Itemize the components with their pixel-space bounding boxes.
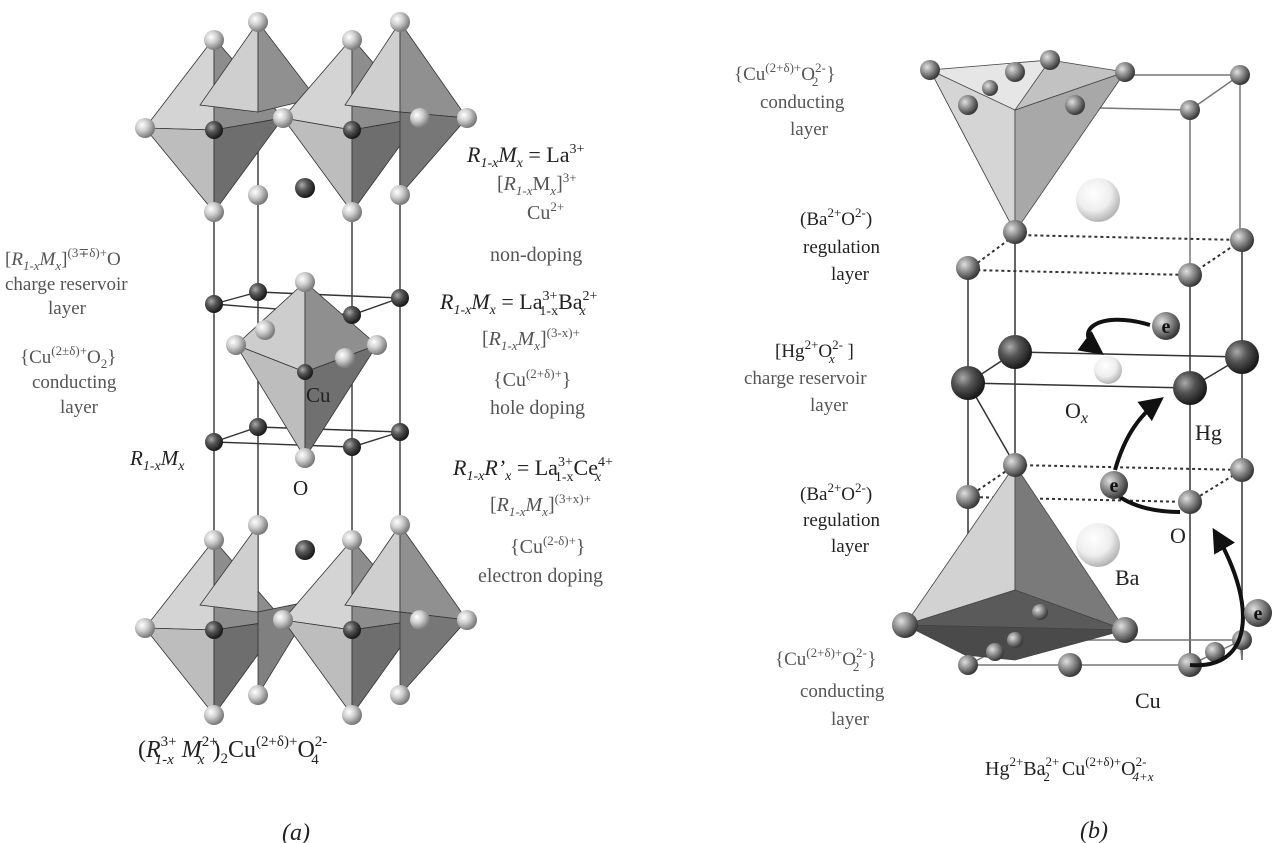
hole-equation: R1-xMx = La3+1-xBa2+x <box>439 289 598 319</box>
svg-text:conducting: conducting <box>760 92 845 113</box>
panel-b-labels: {Cu(2+δ)+O2-2} conducting layer (Ba2+O2-… <box>734 60 1222 730</box>
panel-b-structure: e e e <box>892 50 1272 677</box>
electron-markers: e e e <box>1100 312 1272 627</box>
svg-text:layer: layer <box>790 119 829 140</box>
nondoping-name: non-doping <box>490 244 582 266</box>
hole-name: hole doping <box>490 397 585 419</box>
panel-a-atoms <box>135 12 477 725</box>
electron-cu: {Cu(2-δ)+} <box>510 533 586 558</box>
hg-atom-label: Hg <box>1195 420 1222 445</box>
panel-a-left-labels: [R1-xMx](3∓δ)+O charge reservoir layer {… <box>5 245 331 500</box>
bottom-conducting-formula: {Cu(2+δ)+O2-2} <box>775 645 876 674</box>
svg-text:layer: layer <box>831 264 870 285</box>
top-pyramid <box>929 59 1127 234</box>
top-conducting-formula: {Cu(2+δ)+O2-2} <box>734 60 835 89</box>
reservoir-formula: [R1-xMx](3∓δ)+O <box>5 245 121 273</box>
hole-cation: [R1-xMx](3-x)+ <box>482 325 580 353</box>
svg-text:e: e <box>1110 475 1119 497</box>
conducting-line3: layer <box>60 397 99 418</box>
hole-cu: {Cu(2+δ)+} <box>493 366 572 391</box>
bottom-pyramid <box>904 463 1127 661</box>
nondoping-cu: Cu2+ <box>527 199 564 224</box>
svg-text:layer: layer <box>810 395 849 416</box>
nondoping-equation: R1-xMx = La3+ <box>466 142 585 171</box>
panel-a-caption: (a) <box>282 820 310 843</box>
rm-site-label: R1-xMx <box>129 446 185 474</box>
ox-atom-label: Ox <box>1065 398 1088 427</box>
lower-regulation-formula: (Ba2+O2-) <box>800 480 872 505</box>
ba-atom-label: Ba <box>1115 565 1140 590</box>
reservoir-formula-b: [Hg2+O2-x ] <box>775 337 854 366</box>
electron-cation: [R1-xMx](3+x)+ <box>490 491 591 519</box>
svg-text:conducting: conducting <box>800 681 885 702</box>
svg-text:layer: layer <box>831 709 870 730</box>
nondoping-cation: [R1-xMx]3+ <box>497 170 577 198</box>
svg-text:charge reservoir: charge reservoir <box>744 368 867 389</box>
cu-atom-label-b: Cu <box>1135 688 1161 713</box>
cu-atom-label: Cu <box>306 383 331 407</box>
electron-name: electron doping <box>478 565 603 587</box>
panel-a-right-text: R1-xMx = La3+ [R1-xMx]3+ Cu2+ non-doping… <box>439 142 613 587</box>
conducting-line2: conducting <box>32 372 117 393</box>
o-atom-label-b: O <box>1170 523 1186 548</box>
bottom-octahedra <box>144 523 468 717</box>
svg-text:regulation: regulation <box>803 510 881 531</box>
reservoir-line3: layer <box>48 298 87 319</box>
electron-equation: R1-xR’x = La3+1-xCe4+x <box>452 455 613 485</box>
reservoir-line2: charge reservoir <box>5 274 128 295</box>
panel-a-structure <box>135 12 477 725</box>
top-octahedra <box>144 20 468 214</box>
svg-text:e: e <box>1162 316 1171 338</box>
upper-regulation-formula: (Ba2+O2-) <box>800 205 872 230</box>
svg-text:e: e <box>1254 603 1263 625</box>
o-atom-label: O <box>293 476 308 500</box>
conducting-formula: {Cu(2±δ)+O2} <box>20 343 116 371</box>
svg-text:regulation: regulation <box>803 237 881 258</box>
panel-b-atoms <box>892 50 1259 677</box>
panel-b-caption: (b) <box>1080 818 1108 843</box>
svg-text:layer: layer <box>831 536 870 557</box>
